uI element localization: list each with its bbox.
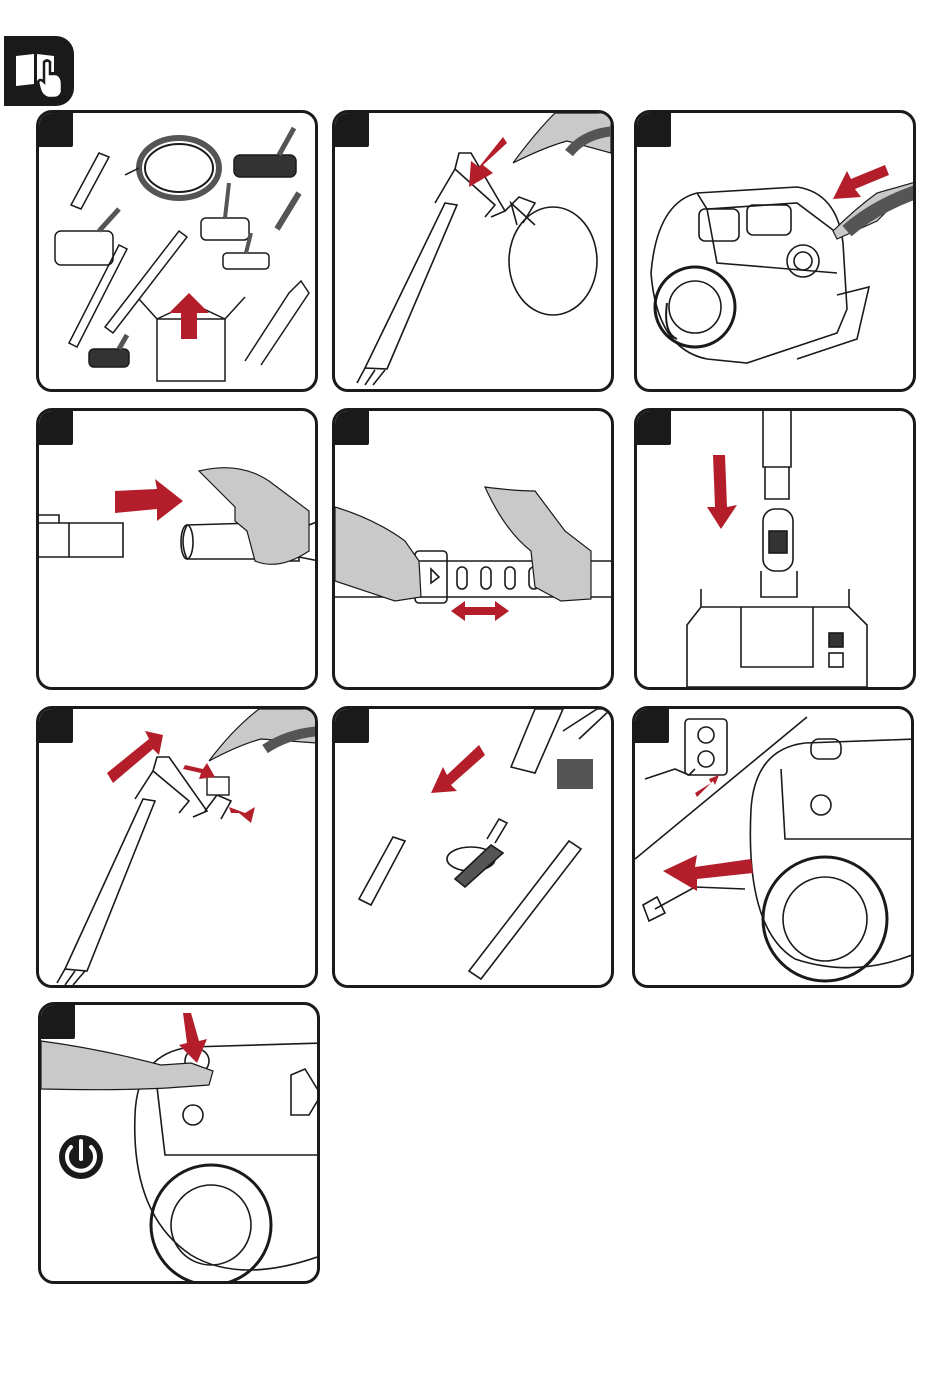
step-10-number-tab — [41, 1005, 75, 1039]
step-8-number-tab — [335, 709, 369, 743]
step-4-number-tab — [39, 411, 73, 445]
step-2-panel — [332, 110, 614, 392]
step-7-number-tab — [39, 709, 73, 743]
step-1-number-tab — [39, 113, 73, 147]
manual-read-hand-icon — [4, 36, 74, 106]
step-9-panel — [632, 706, 914, 988]
step-3-number-tab — [637, 113, 671, 147]
step-6-panel — [634, 408, 916, 690]
step-3-panel — [634, 110, 916, 392]
step-6-number-tab — [637, 411, 671, 445]
step-2-number-tab — [335, 113, 369, 147]
step-1-panel — [36, 110, 318, 392]
step-4-panel — [36, 408, 318, 690]
power-icon — [59, 1135, 103, 1179]
step-8-panel — [332, 706, 614, 988]
step-5-panel — [332, 408, 614, 690]
step-10-panel — [38, 1002, 320, 1284]
step-7-panel — [36, 706, 318, 988]
step-5-number-tab — [335, 411, 369, 445]
step-9-number-tab — [635, 709, 669, 743]
